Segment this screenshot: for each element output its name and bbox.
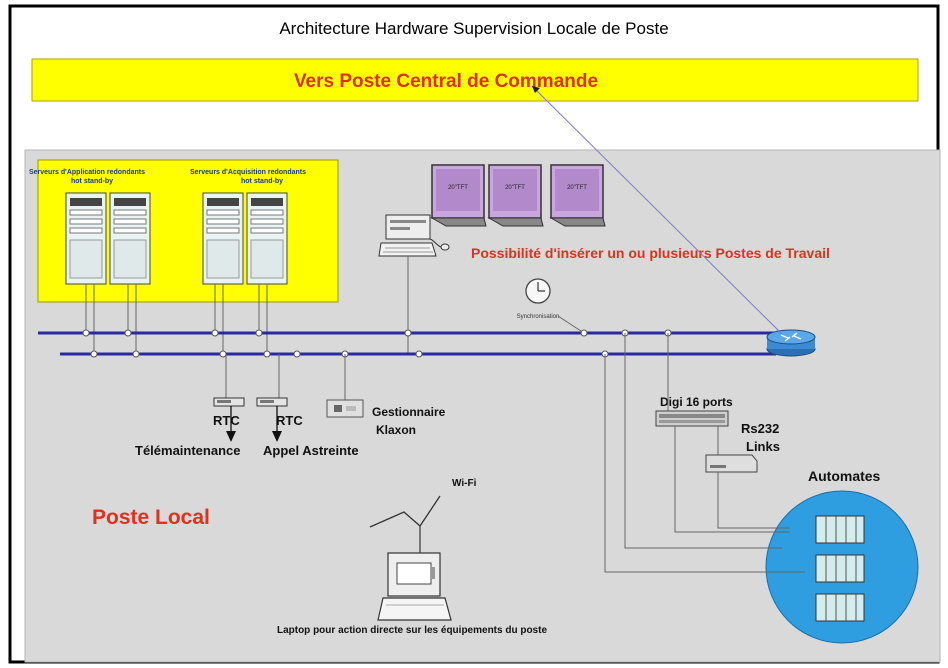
app-server-rack-2 (109, 192, 151, 285)
klaxon-box (326, 399, 364, 418)
rs232-label: Rs232 (741, 421, 779, 436)
workstation-unit (378, 214, 437, 257)
synchronisation-label: Synchronisation (517, 314, 560, 320)
laptop-caption: Laptop pour action directe sur les équip… (277, 625, 547, 636)
poste-local-label: Poste Local (92, 506, 210, 529)
links-label: Links (746, 439, 780, 454)
monitor-2 (487, 164, 544, 227)
workstations-note: Possibilité d'insérer un ou plusieurs Po… (471, 245, 830, 261)
serial-modem (705, 454, 758, 473)
server-drop-lines (85, 284, 268, 354)
monitor-2-label: 20"TFT (505, 185, 525, 191)
digi-switch (655, 410, 729, 427)
uplink-line (531, 85, 783, 335)
rtc1-arrow-head (226, 431, 236, 442)
diagram-title: Architecture Hardware Supervision Locale… (279, 19, 668, 38)
monitor-1 (430, 164, 487, 227)
uplink-arrow (532, 86, 540, 93)
monitor-3 (549, 164, 606, 227)
clock-icon (525, 278, 551, 304)
rtc2-modem (256, 397, 288, 407)
automates-links (604, 333, 805, 573)
acq-server-rack-2 (246, 192, 288, 285)
telemaintenance-label: Télémaintenance (135, 443, 241, 458)
acq-server-rack-1 (202, 192, 244, 285)
app-server-rack-1 (65, 192, 107, 285)
router-icon (766, 329, 816, 357)
gestionnaire-label: Gestionnaire (372, 405, 446, 419)
banner-text: Vers Poste Central de Commande (294, 71, 598, 92)
plc-rack-3 (815, 593, 865, 622)
wifi-signal-icon (369, 495, 441, 528)
banner (31, 58, 919, 102)
mouse-icon (429, 238, 450, 251)
acq-servers-label: Serveurs d'Acquisition redondants (190, 169, 306, 176)
plc-rack-1 (815, 515, 865, 544)
automates-label: Automates (808, 468, 881, 484)
acq-servers-sublabel: hot stand-by (241, 178, 283, 185)
rtc2-label: RTC (276, 413, 303, 428)
sync-link (557, 315, 585, 334)
laptop-icon (377, 552, 452, 621)
plc-rack-2 (815, 554, 865, 583)
klaxon-label: Klaxon (376, 423, 416, 437)
wifi-label: Wi-Fi (452, 478, 477, 489)
app-servers-sublabel: hot stand-by (71, 178, 113, 185)
rtc1-modem (213, 397, 245, 407)
rtc2-arrow-head (272, 431, 282, 442)
monitor-1-label: 20"TFT (448, 185, 468, 191)
app-servers-label: Serveurs d'Application redondants (29, 169, 145, 176)
rtc1-label: RTC (213, 413, 240, 428)
monitor-3-label: 20"TFT (567, 185, 587, 191)
appel-astreinte-label: Appel Astreinte (263, 443, 359, 458)
digi-label: Digi 16 ports (660, 395, 733, 409)
